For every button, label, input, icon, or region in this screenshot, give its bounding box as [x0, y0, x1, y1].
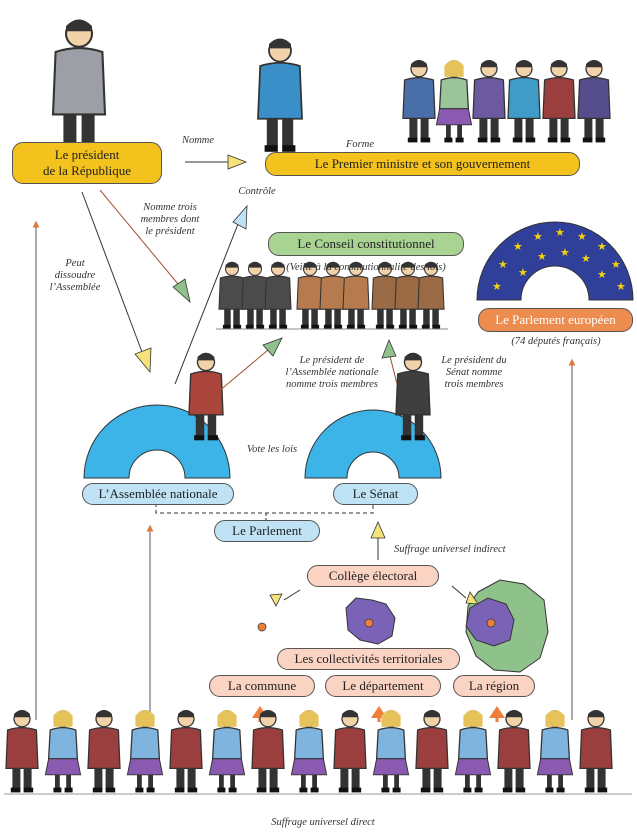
departement-box: Le département [325, 675, 441, 697]
eu-hemicycle-icon: ★ ★ ★ ★ ★ ★ ★ ★ ★ ★ ★ ★ ★ ★ [476, 221, 634, 301]
svg-text:★: ★ [518, 266, 528, 279]
collectivites-box: Les collectivités territoriales [277, 648, 460, 670]
college-side-arrows-icon [269, 585, 479, 607]
president-assemblee-label: Le président de l’Assemblée nationale no… [285, 355, 379, 391]
suffrage-arrows [32, 220, 576, 720]
suffrage-direct-label: Suffrage universel direct [271, 817, 375, 828]
svg-text:★: ★ [513, 240, 523, 253]
college-electoral-box: Collège électoral [307, 565, 439, 587]
controle-arrow-icon [174, 204, 248, 385]
svg-text:★: ★ [597, 268, 607, 281]
svg-text:★: ★ [616, 280, 626, 293]
electorate-figures-icon [4, 709, 632, 795]
controle-label: Contrôle [238, 186, 276, 197]
region-box: La région [453, 675, 535, 697]
prime-minister-figure-icon [256, 37, 304, 153]
assemblee-hemicycle-icon [83, 404, 231, 479]
premier-ministre-box: Le Premier ministre et son gouvernement [265, 152, 580, 176]
nomme-arrow-icon [185, 154, 248, 170]
svg-text:★: ★ [533, 230, 543, 243]
nomme-trois-arrow-icon [99, 189, 191, 304]
vote-lois-label: Vote les lois [246, 444, 298, 455]
svg-text:★: ★ [555, 226, 565, 239]
svg-text:★: ★ [577, 230, 587, 243]
government-figures-icon [402, 59, 611, 144]
peut-dissoudre-label: Peut dissoudre l’Assemblée [49, 258, 101, 294]
parlement-bracket [155, 503, 374, 514]
deputes-francais-label: (74 députés français) [511, 336, 601, 347]
parlement-europeen-box: Le Parlement européen [478, 308, 633, 332]
territory-map-icon [257, 579, 549, 673]
svg-text:★: ★ [537, 250, 547, 263]
nomme-label: Nomme [181, 135, 215, 146]
president-senat-label: Le président du Sénat nomme trois membre… [441, 355, 507, 391]
assemblee-nationale-box: L’Assemblée nationale [82, 483, 234, 505]
svg-text:★: ★ [492, 280, 502, 293]
conseil-constitutionnel-box: Le Conseil constitutionnel [268, 232, 464, 256]
assemblee-nomme-arrow-icon [217, 337, 283, 393]
forme-label: Forme [346, 139, 374, 150]
veille-label: (Veille à la constitutionnalité des lois… [286, 262, 446, 273]
commune-box: La commune [209, 675, 315, 697]
svg-text:★: ★ [597, 240, 607, 253]
dissoudre-arrow-icon [81, 191, 152, 374]
svg-text:★: ★ [560, 246, 570, 259]
college-arrow-icon [370, 521, 386, 560]
suffrage-indirect-label: Suffrage universel indirect [394, 544, 506, 555]
svg-text:★: ★ [581, 252, 591, 265]
senat-box: Le Sénat [333, 483, 418, 505]
parlement-box: Le Parlement [214, 520, 320, 542]
conseil-members-icon [216, 261, 448, 330]
svg-text:★: ★ [498, 258, 508, 271]
svg-text:★: ★ [611, 258, 621, 271]
president-box: Le président de la République [12, 142, 162, 184]
nomme-trois-label: Nomme trois membres dont le président [140, 202, 200, 238]
senat-nomme-arrow-icon [381, 338, 398, 385]
president-figure-icon [51, 18, 107, 155]
